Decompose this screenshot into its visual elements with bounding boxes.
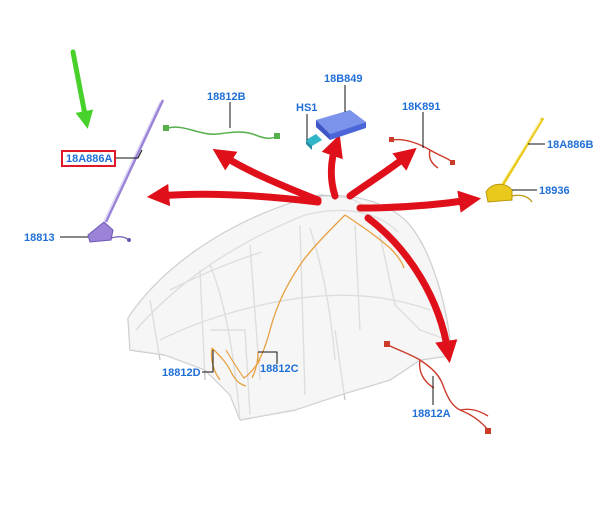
label-18b849[interactable]: 18B849 xyxy=(324,73,363,85)
highlight-box xyxy=(61,150,116,167)
arrow-to-18812b xyxy=(212,148,322,204)
leader-18812d xyxy=(202,350,214,373)
arrow-to-18k891 xyxy=(346,147,417,200)
vehicle-body-fill xyxy=(128,195,450,420)
arrow-to-18a886a xyxy=(146,183,322,207)
cable-18812a[interactable] xyxy=(387,344,489,431)
label-18813[interactable]: 18813 xyxy=(24,232,55,244)
cable-18k891[interactable] xyxy=(391,138,453,169)
cable-18812c[interactable] xyxy=(251,351,259,379)
module-18b849[interactable] xyxy=(316,110,366,140)
label-18a886a[interactable]: 18A886A xyxy=(66,153,113,165)
antenna-base-left[interactable] xyxy=(87,221,131,243)
label-hs1[interactable]: HS1 xyxy=(296,102,317,114)
antenna-mast-right[interactable] xyxy=(499,117,545,187)
cable-18812b-connector-right xyxy=(274,133,280,139)
cable-18k891-connector xyxy=(389,137,394,142)
cable-18812b-connector-left xyxy=(163,125,169,131)
indicator-arrow xyxy=(70,49,94,129)
arrow-to-18a886b xyxy=(356,190,482,213)
label-18812b[interactable]: 18812B xyxy=(207,91,246,103)
arrow-to-18812a xyxy=(364,214,458,364)
label-18812a[interactable]: 18812A xyxy=(412,408,451,420)
antenna-mast-left[interactable] xyxy=(103,99,165,223)
antenna-base-right[interactable] xyxy=(485,183,533,203)
label-18a886b[interactable]: 18A886B xyxy=(547,139,594,151)
cable-18812a-connector-top xyxy=(384,341,390,347)
label-18812d[interactable]: 18812D xyxy=(162,367,201,379)
label-18812c[interactable]: 18812C xyxy=(260,363,299,375)
module-hs1[interactable] xyxy=(306,134,322,150)
leader-18a886a xyxy=(115,149,143,159)
label-18936[interactable]: 18936 xyxy=(539,185,570,197)
cable-18812b[interactable] xyxy=(167,126,279,140)
body-harness-branch xyxy=(344,214,405,269)
cable-18k891-connector-end xyxy=(450,160,455,165)
explode-arrows xyxy=(146,134,482,364)
leader-lines xyxy=(60,85,545,405)
arrow-to-hs1 xyxy=(321,134,343,200)
cable-18812a-connector-end xyxy=(485,428,491,434)
leader-18812c xyxy=(258,351,278,364)
body-harness-main xyxy=(257,214,346,363)
label-18k891[interactable]: 18K891 xyxy=(402,101,441,113)
